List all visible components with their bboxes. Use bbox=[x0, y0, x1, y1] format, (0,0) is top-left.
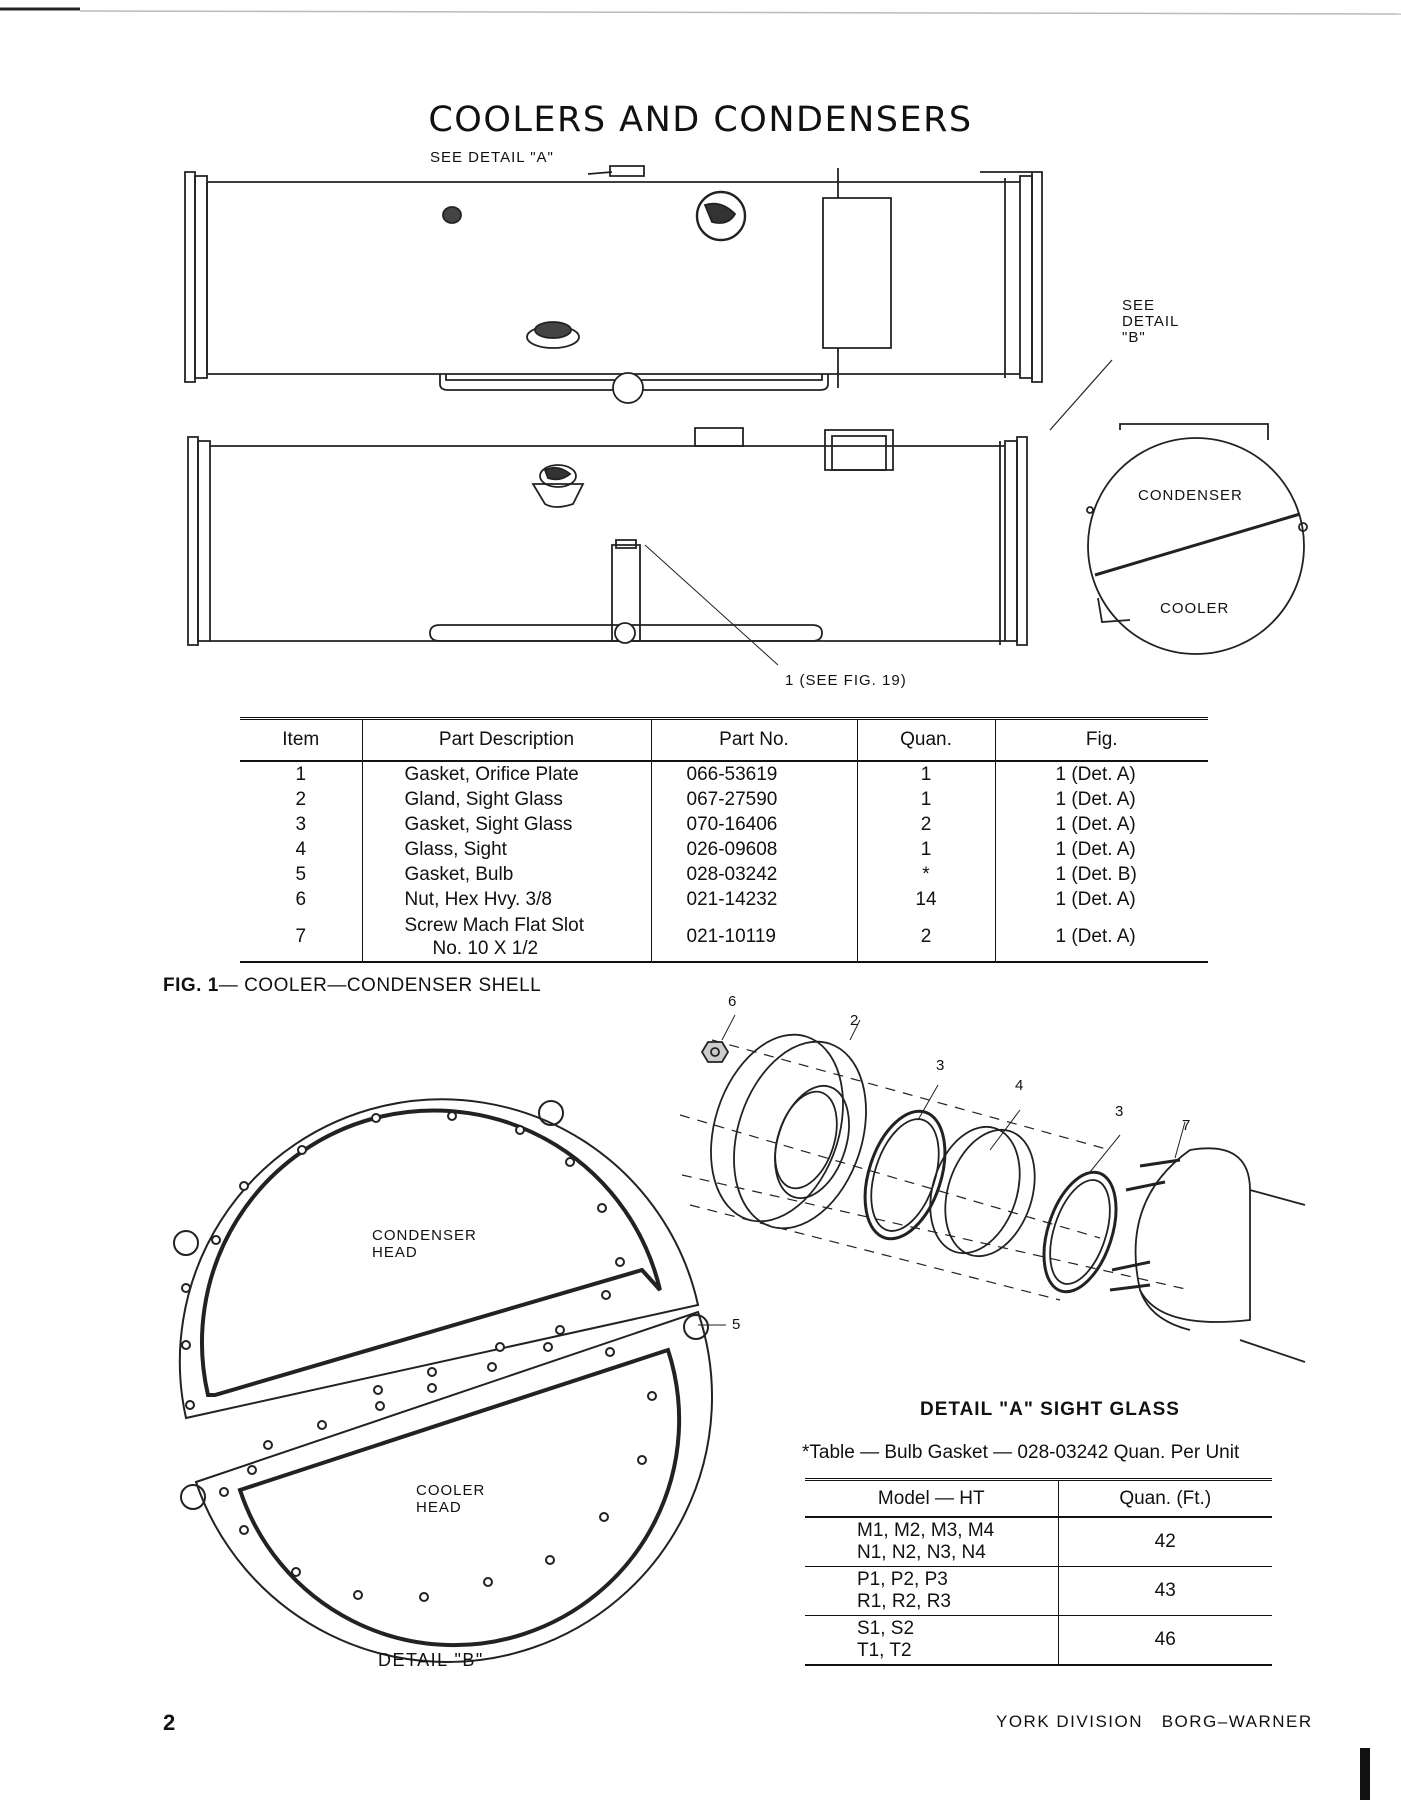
quan-cell: 2 bbox=[857, 812, 996, 837]
callout-1-label: 1 (SEE FIG. 19) bbox=[785, 672, 907, 689]
part-no-cell: 070-16406 bbox=[651, 812, 858, 837]
callout-3a: 3 bbox=[936, 1057, 946, 1074]
quan-cell: 1 bbox=[857, 837, 996, 862]
callout-6: 6 bbox=[728, 993, 738, 1010]
detail-b-caption: DETAIL "B" bbox=[378, 1650, 484, 1670]
part-no-cell: 021-10119 bbox=[651, 912, 858, 962]
item-cell: 5 bbox=[240, 862, 363, 887]
fig-cell: 1 (Det. B) bbox=[1055, 864, 1137, 885]
item-cell: 3 bbox=[240, 812, 363, 837]
part-no-cell: 026-09608 bbox=[651, 837, 858, 862]
detail-a-drawing bbox=[680, 1015, 1305, 1362]
fig-cell: 1 (Det. A) bbox=[1055, 839, 1136, 860]
detail-b-drawing bbox=[174, 1099, 712, 1662]
callout-3b: 3 bbox=[1115, 1103, 1125, 1120]
desc-cell: Gasket, Orifice Plate bbox=[362, 761, 652, 787]
fig-cell: 1 (Det. A) bbox=[1055, 926, 1136, 947]
col-item: Item bbox=[240, 718, 363, 762]
part-no-cell: 021-14232 bbox=[651, 887, 858, 912]
item-cell: 1 bbox=[240, 761, 363, 787]
fig-cell: 1 (Det. A) bbox=[1055, 764, 1136, 785]
end-view-drawing bbox=[1050, 360, 1307, 654]
quan-cell: 42 bbox=[1058, 1517, 1272, 1567]
col-model: Model — HT bbox=[805, 1479, 1059, 1518]
edge-mark bbox=[1360, 1748, 1370, 1800]
col-fig: Fig. bbox=[995, 718, 1208, 762]
see-detail-a-label: SEE DETAIL "A" bbox=[430, 149, 554, 166]
fig-cell: 1 (Det. A) bbox=[1055, 789, 1136, 810]
desc-cell: Gasket, Bulb bbox=[362, 862, 652, 887]
quan-cell: 43 bbox=[1058, 1566, 1272, 1616]
part-no-cell: 028-03242 bbox=[651, 862, 858, 887]
footer-company: YORK DIVISION BORG–WARNER bbox=[996, 1712, 1313, 1731]
cooler-shell-drawing bbox=[188, 428, 1027, 665]
bulb-table-title: *Table — Bulb Gasket — 028-03242 Quan. P… bbox=[802, 1442, 1240, 1463]
quan-cell: 14 bbox=[857, 887, 996, 912]
bulb-table-header: Model — HT Quan. (Ft.) bbox=[805, 1479, 1272, 1518]
quan-cell: 2 bbox=[857, 912, 996, 962]
quan-cell: 1 bbox=[857, 787, 996, 812]
col-quan: Quan. bbox=[857, 718, 996, 762]
col-part-no: Part No. bbox=[651, 718, 858, 762]
detail-a-caption: DETAIL "A" SIGHT GLASS bbox=[920, 1399, 1180, 1420]
parts-table: Item Part Description Part No. Quan. Fig… bbox=[240, 717, 1208, 963]
callout-7: 7 bbox=[1182, 1117, 1192, 1134]
desc-cell: Gland, Sight Glass bbox=[362, 787, 652, 812]
parts-table-header: Item Part Description Part No. Quan. Fig… bbox=[240, 718, 1208, 762]
item-cell: 6 bbox=[240, 887, 363, 912]
desc-cell: Glass, Sight bbox=[362, 837, 652, 862]
quan-cell: * bbox=[857, 862, 996, 887]
callout-4: 4 bbox=[1015, 1077, 1025, 1094]
desc-line-2: No. 10 X 1/2 bbox=[432, 937, 539, 959]
condenser-shell-drawing bbox=[185, 166, 1042, 403]
desc-cell: Nut, Hex Hvy. 3/8 bbox=[362, 887, 652, 912]
part-no-cell: 066-53619 bbox=[651, 761, 858, 787]
part-no-cell: 067-27590 bbox=[651, 787, 858, 812]
fig-cell: 1 (Det. A) bbox=[1055, 889, 1136, 910]
col-description: Part Description bbox=[362, 718, 652, 762]
desc-line-1: Screw Mach Flat Slot bbox=[404, 914, 585, 936]
fig-cell: 1 (Det. A) bbox=[1055, 814, 1136, 835]
desc-cell: Gasket, Sight Glass bbox=[362, 812, 652, 837]
item-cell: 2 bbox=[240, 787, 363, 812]
col-quan-ft: Quan. (Ft.) bbox=[1058, 1479, 1272, 1518]
end-view-condenser-label: CONDENSER bbox=[1138, 487, 1243, 504]
callout-5: 5 bbox=[732, 1316, 742, 1333]
item-cell: 4 bbox=[240, 837, 363, 862]
detail-b-bolt-holes bbox=[182, 1112, 656, 1601]
page-number: 2 bbox=[163, 1710, 176, 1735]
page-title: COOLERS AND CONDENSERS bbox=[428, 100, 973, 140]
quan-cell: 46 bbox=[1058, 1615, 1272, 1666]
item-cell: 7 bbox=[240, 912, 363, 962]
quan-cell: 1 bbox=[857, 761, 996, 787]
fig1-caption: FIG. 1— COOLER—CONDENSER SHELL bbox=[163, 975, 542, 996]
end-view-cooler-label: COOLER bbox=[1160, 600, 1230, 617]
see-detail-b-label: SEE DETAIL "B" bbox=[1122, 297, 1180, 346]
callout-2: 2 bbox=[850, 1012, 860, 1029]
